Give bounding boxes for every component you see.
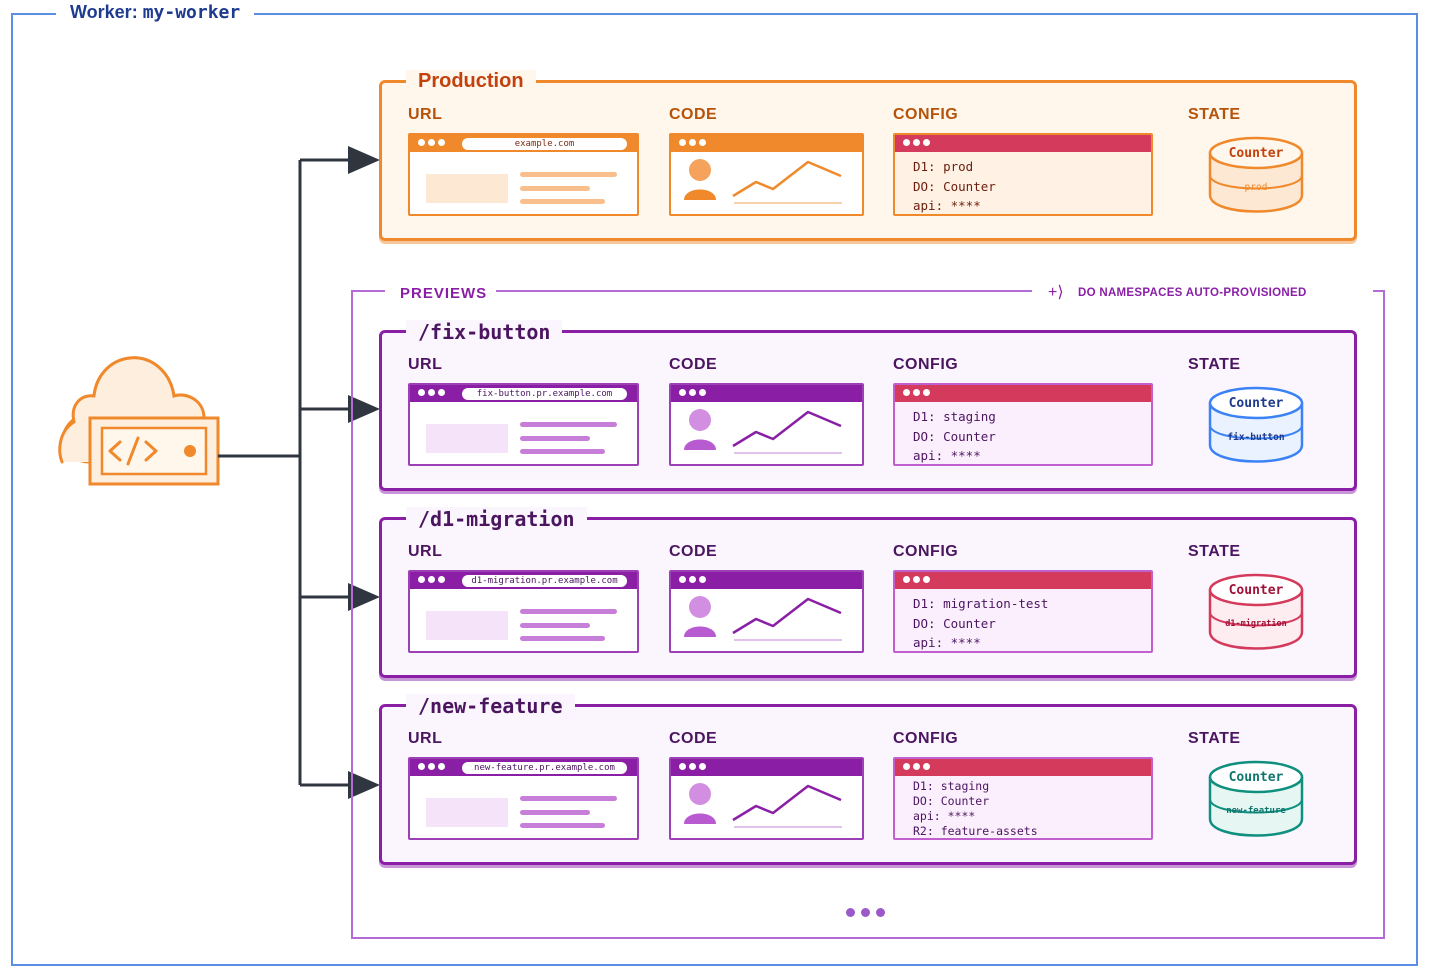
code-chart-icon [684, 159, 842, 204]
config-line: DO: Counter [913, 615, 996, 631]
url-text: example.com [462, 138, 627, 150]
ellipsis-icon [846, 904, 891, 922]
preview-title: /new-feature [406, 694, 575, 718]
state-column-label: STATE [1188, 356, 1241, 373]
code-window [669, 757, 864, 840]
config-line: api: **** [913, 448, 981, 463]
database-name: Counter [1228, 146, 1284, 161]
url-browser-window: example.com [408, 133, 639, 216]
url-column-label: URL [408, 106, 443, 123]
url-browser-window: fix-button.pr.example.com [408, 383, 639, 466]
code-chart-icon [684, 409, 842, 454]
config-column-label: CONFIG [893, 356, 959, 373]
url-column-label: URL [408, 543, 443, 560]
config-line: D1: staging [913, 779, 990, 793]
arrow-new-feature [348, 771, 380, 799]
database-icon [1208, 136, 1304, 213]
database-name: Counter [1228, 770, 1284, 785]
arrow-d1-migration [348, 583, 380, 611]
config-line: api: **** [913, 635, 981, 650]
state-database: Counter prod [1208, 135, 1304, 215]
database-icon [1208, 573, 1304, 650]
url-text: d1-migration.pr.example.com [462, 575, 627, 587]
config-line: DO: Counter [913, 178, 996, 194]
config-line: R2: feature-assets [913, 824, 1038, 838]
config-line: D1: staging [913, 409, 996, 424]
worker-frame [11, 13, 1418, 966]
database-name: Counter [1228, 396, 1284, 411]
arrow-fix-button [348, 395, 380, 423]
config-line: D1: migration-test [913, 596, 1049, 611]
code-chart-icon [684, 783, 842, 828]
cloud-code-icon [58, 356, 220, 486]
sparkle-icon: +⟩ [1048, 284, 1064, 301]
code-column-label: CODE [669, 106, 718, 123]
preview-title: /fix-button [406, 320, 563, 344]
config-line: api: **** [913, 198, 981, 213]
database-namespace: prod [1244, 182, 1268, 193]
code-column-label: CODE [669, 356, 718, 373]
url-browser-window: d1-migration.pr.example.com [408, 570, 639, 653]
state-database: Counter d1-migration [1208, 572, 1304, 652]
database-namespace: new-feature [1226, 806, 1286, 816]
code-window [669, 383, 864, 466]
config-line: DO: Counter [913, 428, 996, 444]
code-window [669, 133, 864, 216]
arrow-production [348, 146, 380, 174]
worker-title-name: my-worker [142, 2, 241, 23]
url-text: fix-button.pr.example.com [462, 388, 627, 400]
production-environment: Production URL CODE CONFIG STATE example… [379, 70, 1357, 241]
production-title: Production [406, 70, 536, 93]
state-column-label: STATE [1188, 730, 1241, 747]
database-name: Counter [1228, 583, 1284, 598]
config-line: DO: Counter [913, 794, 990, 808]
code-chart-icon [684, 596, 842, 641]
state-column-label: STATE [1188, 543, 1241, 560]
database-namespace: fix-button [1227, 432, 1285, 443]
config-line: D1: prod [913, 159, 974, 174]
config-line: api: **** [913, 809, 976, 823]
previews-border [351, 290, 385, 292]
code-column-label: CODE [669, 543, 718, 560]
state-database: Counter new-feature [1208, 759, 1304, 839]
previews-border [496, 290, 1032, 292]
code-column-label: CODE [669, 730, 718, 747]
database-icon [1208, 760, 1304, 837]
database-icon [1208, 386, 1304, 463]
preview-environment: /d1-migration URL CODE CONFIG STATE d1-m… [379, 507, 1357, 678]
state-column-label: STATE [1188, 106, 1241, 123]
url-column-label: URL [408, 356, 443, 373]
preview-environment: /fix-button URL CODE CONFIG STATE fix-bu… [379, 320, 1357, 491]
worker-title-prefix: Worker: [70, 2, 138, 22]
preview-environment: /new-feature URL CODE CONFIG STATE new-f… [379, 694, 1357, 865]
state-database: Counter fix-button [1208, 385, 1304, 465]
previews-container [351, 290, 1385, 939]
previews-border [1373, 290, 1385, 292]
auto-provisioned-label: DO NAMESPACES AUTO-PROVISIONED [1078, 287, 1307, 299]
url-column-label: URL [408, 730, 443, 747]
code-window [669, 570, 864, 653]
config-column-label: CONFIG [893, 730, 959, 747]
config-column-label: CONFIG [893, 543, 959, 560]
preview-title: /d1-migration [406, 507, 587, 531]
database-namespace: d1-migration [1225, 619, 1287, 629]
url-browser-window: new-feature.pr.example.com [408, 757, 639, 840]
url-text: new-feature.pr.example.com [462, 762, 627, 774]
config-column-label: CONFIG [893, 106, 959, 123]
previews-label: PREVIEWS [400, 285, 488, 302]
worker-title: Worker: my-worker [56, 2, 255, 23]
